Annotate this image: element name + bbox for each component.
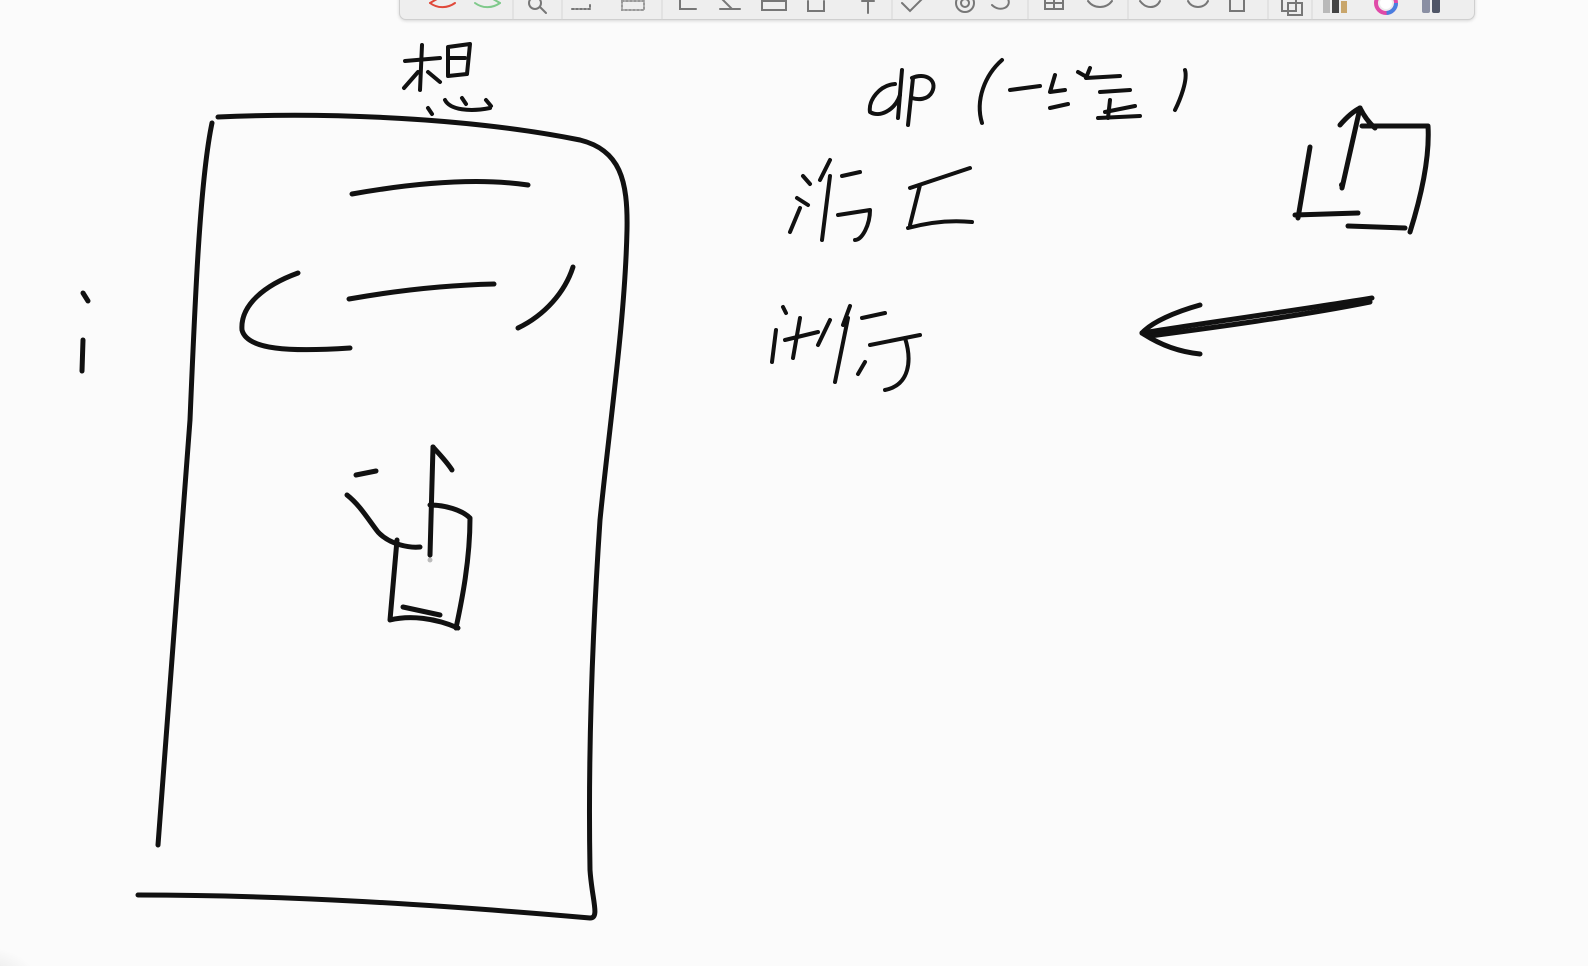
handwritten-i	[79, 290, 91, 374]
grid-icon[interactable]	[1044, 0, 1064, 10]
handwritten-xiang	[402, 42, 493, 116]
rotate-cw-icon[interactable]	[1187, 0, 1209, 8]
color-wheel-icon[interactable]	[1374, 0, 1398, 15]
sketch-box-stroke	[135, 112, 630, 921]
lasso-select-icon[interactable]	[571, 2, 591, 10]
sketch-upload-icon-small	[1292, 105, 1431, 235]
sketch-bracket	[239, 270, 353, 353]
toolbar-icons	[429, 0, 1440, 20]
transform-icon[interactable]	[719, 0, 741, 10]
rotate-ccw-icon[interactable]	[1139, 0, 1161, 8]
handwritten-jihang	[770, 304, 922, 392]
drawing-toolbar	[399, 0, 1475, 20]
page-corner-shadow	[0, 946, 40, 966]
text-tool-icon[interactable]	[861, 0, 875, 14]
stray-dot-2	[1339, 182, 1345, 188]
layers-icon[interactable]	[1281, 0, 1303, 16]
fill-bucket-icon[interactable]	[807, 0, 825, 12]
sketch-arrow-left	[1139, 295, 1375, 357]
sketch-line-right	[515, 264, 576, 331]
checkmark-icon[interactable]	[901, 0, 923, 13]
handwritten-gundong	[788, 158, 974, 242]
handwritten-dp	[867, 58, 1188, 127]
rectangle-shape-icon[interactable]	[761, 0, 787, 11]
sketch-upload-icon	[344, 444, 473, 631]
spiral-icon[interactable]	[955, 0, 975, 13]
perspective-icon[interactable]	[1087, 0, 1113, 8]
redo-icon[interactable]	[474, 0, 501, 9]
curl-icon[interactable]	[991, 0, 1010, 10]
undo-icon[interactable]	[429, 0, 456, 9]
stray-dot	[427, 557, 433, 563]
magnifier-icon[interactable]	[528, 0, 547, 14]
palette-icon[interactable]	[1422, 0, 1440, 13]
sketch-line-mid	[346, 281, 497, 302]
sketch-line-top	[349, 179, 531, 197]
export-icon[interactable]	[1229, 0, 1252, 12]
brush-library-icon[interactable]	[1323, 0, 1347, 13]
rect-select-icon[interactable]	[621, 0, 645, 11]
crop-icon[interactable]	[679, 0, 697, 10]
